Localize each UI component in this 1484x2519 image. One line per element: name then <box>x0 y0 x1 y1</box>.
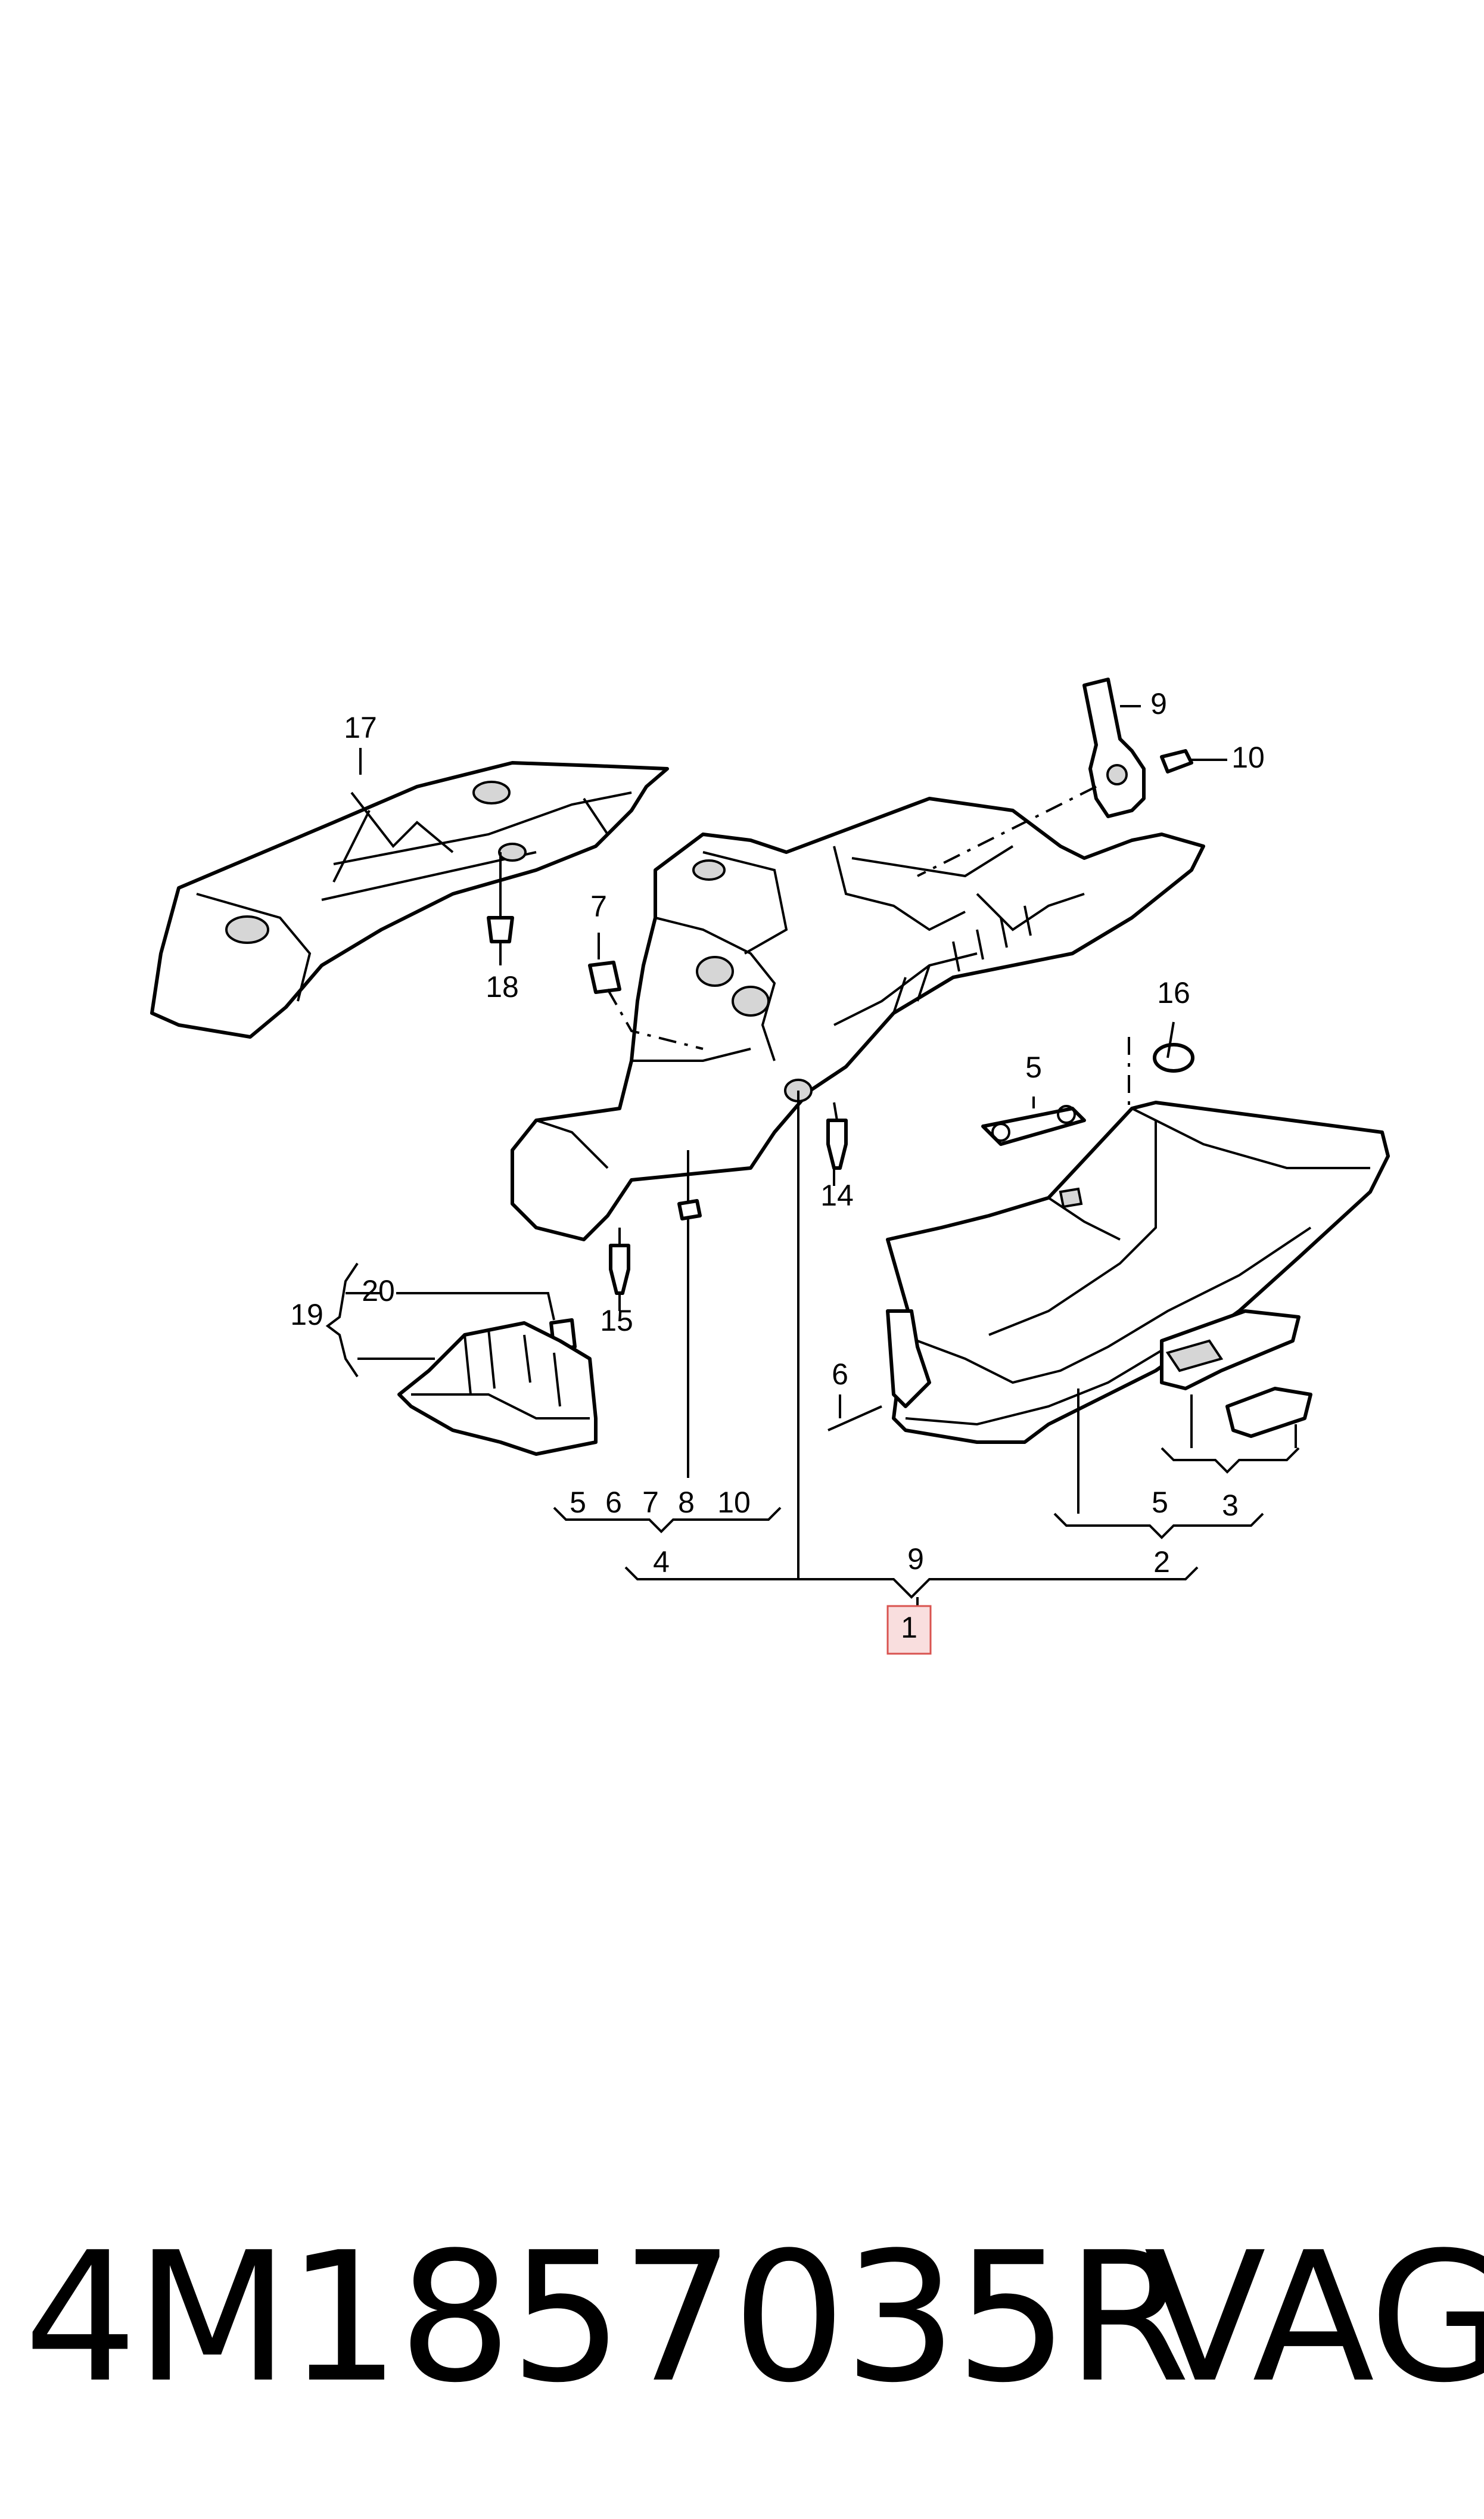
callout-5-upper: 5 <box>1025 1051 1042 1084</box>
leader-lines <box>325 705 1300 1609</box>
part-15-screw <box>609 1228 630 1295</box>
part-10-screw <box>1160 749 1227 774</box>
part-2-glovebox-tray <box>886 1101 1390 1444</box>
part-3-handle <box>1160 1309 1312 1438</box>
callout-labels: 17 9 10 7 18 16 5 14 20 19 15 6 5 6 7 8 … <box>290 687 1265 1644</box>
callout-7-lower: 7 <box>642 1486 659 1519</box>
callout-8: 8 <box>678 1486 695 1519</box>
part-7-clip <box>588 961 704 1050</box>
part-14-screw <box>826 1102 848 1170</box>
callout-5-lower-right: 5 <box>1152 1486 1168 1519</box>
callout-6-lower: 6 <box>605 1486 622 1519</box>
callout-16: 16 <box>1157 976 1190 1010</box>
callout-6-part: 6 <box>832 1358 848 1391</box>
callout-10-lower: 10 <box>717 1486 751 1519</box>
callout-2: 2 <box>1153 1545 1170 1579</box>
callout-20: 20 <box>362 1274 395 1307</box>
callout-10-top: 10 <box>1231 741 1265 774</box>
callout-15: 15 <box>600 1304 633 1337</box>
callout-14: 14 <box>820 1179 854 1212</box>
part-8-clip <box>677 1150 702 1220</box>
part-number-label: 4M1857035R <box>24 2214 1190 2422</box>
brand-label: VAG <box>1144 2214 1484 2422</box>
callout-5-lower-left: 5 <box>570 1486 586 1519</box>
callout-18: 18 <box>486 970 519 1004</box>
callout-9-lower: 9 <box>907 1542 924 1576</box>
callout-7-top: 7 <box>590 890 607 923</box>
callout-1: 1 <box>901 1611 917 1644</box>
part-5-latch-upper <box>981 1105 1086 1146</box>
part-17-cover-panel <box>150 761 669 1039</box>
part-18-rivet <box>487 852 514 943</box>
part-9-hinge-arm <box>917 678 1146 877</box>
callout-17: 17 <box>344 711 377 744</box>
part-6-hinge-pin <box>827 1309 931 1431</box>
part-19-lower-cover <box>397 1321 598 1456</box>
callout-4: 4 <box>653 1545 670 1579</box>
highlight-box-part-1 <box>886 1605 932 1655</box>
callout-19: 19 <box>290 1298 323 1331</box>
part-4-carrier-bracket <box>511 797 1205 1241</box>
callout-3: 3 <box>1222 1489 1239 1522</box>
callout-9-top: 9 <box>1150 687 1167 720</box>
